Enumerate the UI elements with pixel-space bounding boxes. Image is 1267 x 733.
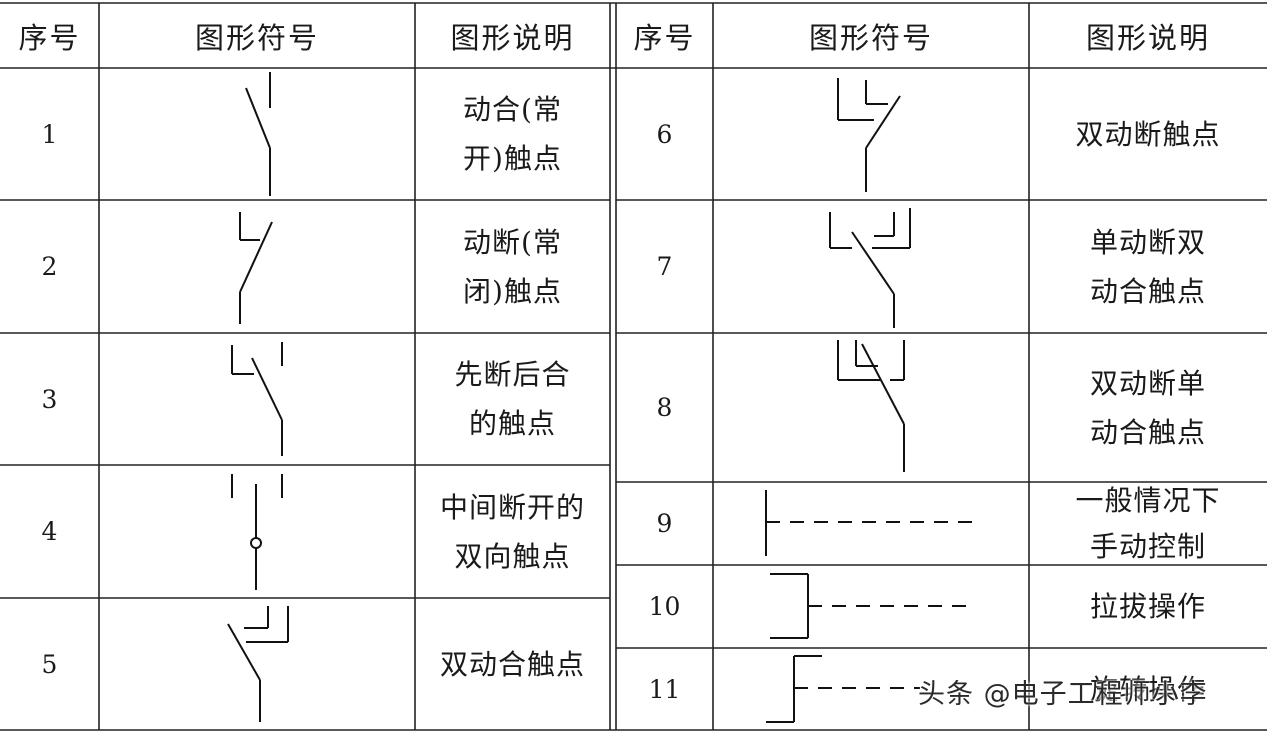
break-before-make-contact-icon bbox=[231, 342, 283, 456]
header-no-right: 序号 bbox=[633, 20, 696, 55]
manual-control-icon bbox=[765, 490, 974, 556]
row-number: 11 bbox=[648, 674, 681, 704]
row-number: 3 bbox=[41, 384, 58, 414]
description-line: 中间断开的 bbox=[439, 490, 585, 524]
header-symbol-left: 图形符号 bbox=[194, 20, 319, 55]
make-contact-icon bbox=[245, 72, 271, 196]
row-number: 7 bbox=[656, 252, 673, 281]
row-number: 8 bbox=[656, 393, 673, 422]
description-line: 动断(常 bbox=[463, 225, 562, 259]
description-line: 双动断触点 bbox=[1075, 117, 1221, 151]
row-description: 双动合触点 bbox=[415, 598, 610, 730]
single-break-double-make-contact-icon bbox=[829, 208, 911, 328]
description-line: 手动控制 bbox=[1089, 529, 1206, 563]
description-line: 旋转操作 bbox=[1089, 672, 1206, 706]
double-break-contact-icon bbox=[837, 78, 901, 192]
description-line: 拉拔操作 bbox=[1089, 590, 1206, 623]
row-description: 双动断触点 bbox=[1029, 68, 1267, 200]
row-description: 旋转操作 bbox=[1029, 648, 1267, 730]
description-line: 双动合触点 bbox=[439, 647, 585, 681]
header-desc-right: 图形说明 bbox=[1085, 20, 1210, 55]
description-line: 双动断单 bbox=[1089, 366, 1206, 400]
description-line: 的触点 bbox=[468, 407, 556, 440]
row-description: 拉拔操作 bbox=[1029, 565, 1267, 648]
description-line: 先断后合 bbox=[454, 358, 571, 391]
description-line: 闭)触点 bbox=[463, 274, 562, 308]
row-number: 4 bbox=[41, 517, 58, 546]
row-description: 双动断单 动合触点 bbox=[1029, 333, 1267, 482]
pull-operation-icon bbox=[770, 573, 970, 639]
double-make-contact-icon bbox=[227, 606, 289, 722]
row-number: 9 bbox=[656, 509, 673, 538]
row-number: 1 bbox=[41, 119, 58, 149]
description-line: 单动断双 bbox=[1089, 225, 1206, 259]
header-no-left: 序号 bbox=[18, 20, 81, 55]
description-line: 动合触点 bbox=[1089, 274, 1206, 308]
watermark: 头条 @电子工程师小李 bbox=[918, 679, 1208, 710]
break-contact-icon bbox=[239, 212, 273, 324]
description-line: 双向触点 bbox=[454, 539, 571, 573]
header-symbol-right: 图形符号 bbox=[808, 20, 933, 55]
header-desc-left: 图形说明 bbox=[450, 20, 575, 55]
description-line: 一般情况下 bbox=[1075, 483, 1221, 517]
row-description: 一般情况下 手动控制 bbox=[1029, 482, 1267, 565]
description-line: 动合(常 bbox=[463, 93, 562, 126]
row-number: 5 bbox=[41, 649, 58, 679]
center-off-changeover-contact-icon bbox=[231, 474, 283, 590]
row-number: 2 bbox=[41, 252, 58, 281]
row-number: 6 bbox=[656, 119, 673, 149]
row-description: 动断(常 闭)触点 bbox=[415, 200, 610, 333]
description-line: 开)触点 bbox=[463, 142, 562, 175]
description-line: 动合触点 bbox=[1089, 415, 1206, 449]
row-description: 先断后合 的触点 bbox=[415, 333, 610, 465]
rotary-operation-icon bbox=[766, 655, 920, 723]
row-number: 10 bbox=[648, 592, 681, 621]
row-description: 动合(常 开)触点 bbox=[415, 68, 610, 200]
row-description: 中间断开的 双向触点 bbox=[415, 465, 610, 598]
row-description: 单动断双 动合触点 bbox=[1029, 200, 1267, 333]
double-break-single-make-contact-icon bbox=[837, 340, 905, 472]
